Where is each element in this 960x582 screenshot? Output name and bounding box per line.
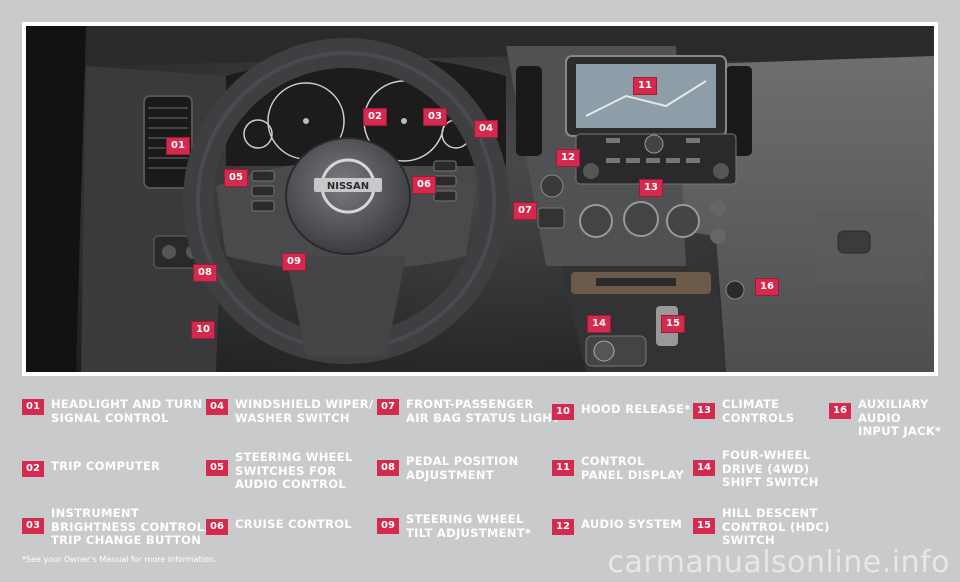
dashboard-illustration: NISSAN [26, 26, 934, 372]
legend-number: 07 [377, 399, 399, 415]
legend-label: HEADLIGHT AND TURN SIGNAL CONTROL [51, 397, 203, 425]
legend-label: PEDAL POSITION ADJUSTMENT [406, 454, 519, 482]
legend-item-06: 06 CRUISE CONTROL [206, 517, 352, 535]
callout-08: 08 [193, 264, 217, 282]
legend-number: 06 [206, 519, 228, 535]
footnote: *See your Owner’s Manual for more inform… [22, 555, 217, 564]
callout-06: 06 [412, 176, 436, 194]
callout-07: 07 [513, 202, 537, 220]
legend-label: AUXILIARY AUDIO INPUT JACK* [858, 397, 942, 438]
legend-item-08: 08 PEDAL POSITION ADJUSTMENT [377, 454, 519, 482]
legend-label: STEERING WHEEL SWITCHES FOR AUDIO CONTRO… [235, 450, 353, 491]
callout-10: 10 [191, 321, 215, 339]
legend-label: WINDSHIELD WIPER/ WASHER SWITCH [235, 397, 374, 425]
legend-item-07: 07 FRONT-PASSENGER AIR BAG STATUS LIGHT [377, 397, 561, 425]
callout-02: 02 [363, 108, 387, 126]
callout-09: 09 [282, 253, 306, 271]
legend-number: 03 [22, 518, 44, 534]
legend-item-12: 12 AUDIO SYSTEM [552, 517, 683, 535]
legend-label: AUDIO SYSTEM [581, 517, 683, 531]
legend-label: FRONT-PASSENGER AIR BAG STATUS LIGHT [406, 397, 561, 425]
dashboard-photo: NISSAN [26, 26, 934, 372]
legend-item-09: 09 STEERING WHEEL TILT ADJUSTMENT* [377, 512, 532, 540]
legend-item-15: 15 HILL DESCENT CONTROL (HDC) SWITCH [693, 506, 830, 548]
legend-item-10: 10 HOOD RELEASE* [552, 402, 691, 420]
callout-12: 12 [556, 149, 580, 167]
legend-label: CLIMATE CONTROLS [722, 397, 795, 425]
callout-11: 11 [633, 77, 657, 95]
legend-label: CRUISE CONTROL [235, 517, 352, 531]
legend-item-04: 04 WINDSHIELD WIPER/ WASHER SWITCH [206, 397, 374, 425]
legend-number: 16 [829, 403, 851, 419]
legend-number: 08 [377, 460, 399, 476]
callout-15: 15 [661, 315, 685, 333]
callout-16: 16 [755, 278, 779, 296]
legend-number: 02 [22, 461, 44, 477]
legend-item-13: 13 CLIMATE CONTROLS [693, 397, 795, 425]
legend-item-05: 05 STEERING WHEEL SWITCHES FOR AUDIO CON… [206, 450, 353, 492]
legend-number: 12 [552, 519, 574, 535]
legend-item-16: 16 AUXILIARY AUDIO INPUT JACK* [829, 397, 942, 439]
callout-05: 05 [224, 169, 248, 187]
legend-number: 14 [693, 460, 715, 476]
legend-number: 15 [693, 518, 715, 534]
steering-logo: NISSAN [327, 181, 369, 192]
legend-item-14: 14 FOUR-WHEEL DRIVE (4WD) SHIFT SWITCH [693, 448, 819, 490]
legend-label: STEERING WHEEL TILT ADJUSTMENT* [406, 512, 532, 540]
watermark: carmanualsonline.info [607, 545, 950, 580]
legend-number: 01 [22, 399, 44, 415]
legend-number: 05 [206, 460, 228, 476]
legend-label: TRIP COMPUTER [51, 459, 161, 473]
legend-label: HILL DESCENT CONTROL (HDC) SWITCH [722, 506, 830, 547]
legend-label: CONTROL PANEL DISPLAY [581, 454, 684, 482]
legend-item-11: 11 CONTROL PANEL DISPLAY [552, 454, 684, 482]
callout-03: 03 [423, 108, 447, 126]
legend-number: 10 [552, 404, 574, 420]
legend-item-03: 03 INSTRUMENT BRIGHTNESS CONTROL/ TRIP C… [22, 506, 209, 548]
legend-label: INSTRUMENT BRIGHTNESS CONTROL/ TRIP CHAN… [51, 506, 209, 547]
legend-label: HOOD RELEASE* [581, 402, 691, 416]
legend-item-01: 01 HEADLIGHT AND TURN SIGNAL CONTROL [22, 397, 203, 425]
legend-item-02: 02 TRIP COMPUTER [22, 459, 161, 477]
legend-number: 09 [377, 518, 399, 534]
callout-13: 13 [639, 179, 663, 197]
legend-number: 11 [552, 460, 574, 476]
legend-number: 13 [693, 403, 715, 419]
callout-01: 01 [166, 137, 190, 155]
legend-label: FOUR-WHEEL DRIVE (4WD) SHIFT SWITCH [722, 448, 819, 489]
callout-04: 04 [474, 120, 498, 138]
callout-14: 14 [587, 315, 611, 333]
legend-number: 04 [206, 399, 228, 415]
